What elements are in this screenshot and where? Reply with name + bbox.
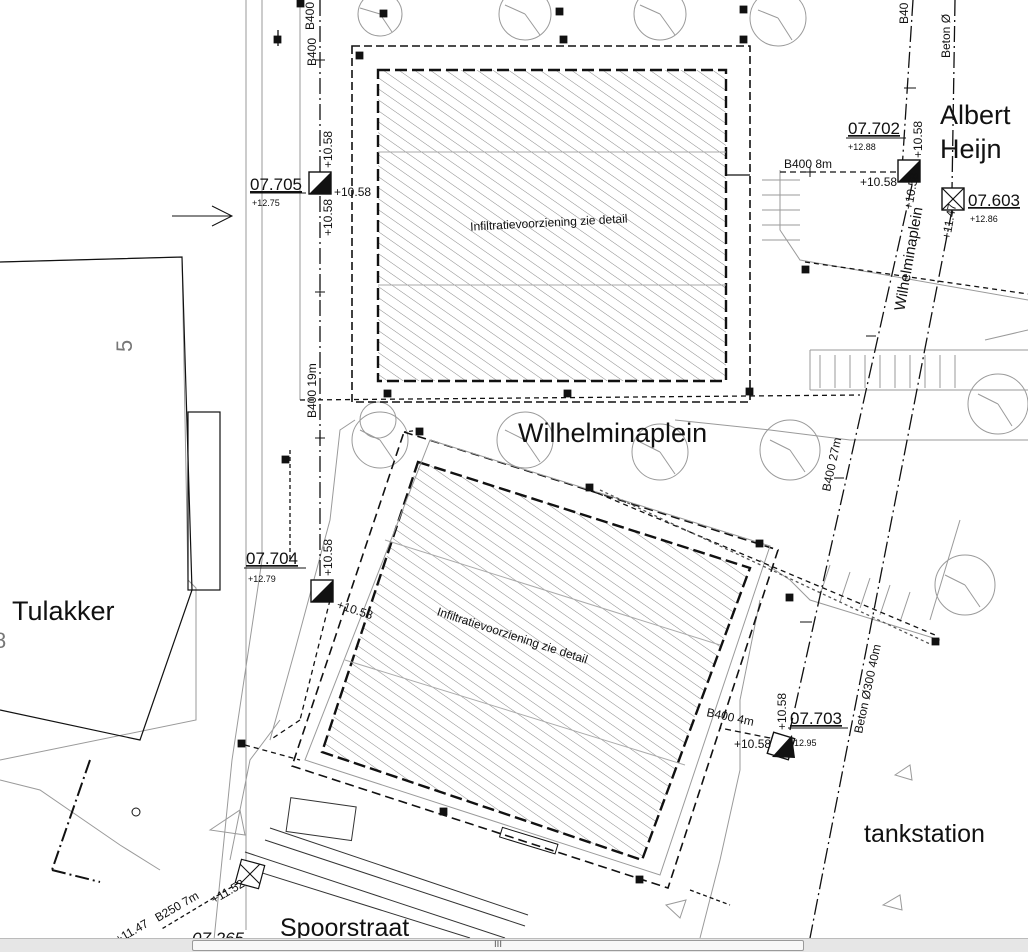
sewer-lines xyxy=(51,0,1028,938)
manhole-07704-level-up: +10.58 xyxy=(321,539,335,576)
infiltration-area-south xyxy=(290,431,780,890)
manhole-07705-level-up: +10.58 xyxy=(321,131,335,168)
manhole-07705-symbol xyxy=(308,171,332,195)
buildings xyxy=(0,256,221,741)
building-number: 5 xyxy=(112,340,137,352)
pipe-label-left-mid: B400 19m xyxy=(305,363,319,418)
manhole-07702-level-up: +10.58 xyxy=(911,121,925,158)
manhole-07704-symbol xyxy=(310,579,334,603)
fittings xyxy=(237,0,940,884)
wilhelminaplein-street-label: Wilhelminaplein xyxy=(892,206,927,312)
manhole-07702-top: +12.88 xyxy=(848,142,876,152)
pipe-label-beton-top: Beton Ø xyxy=(939,14,953,58)
manhole-07705-code: 07.705 xyxy=(250,175,302,194)
manhole-07703-level: +10.58 xyxy=(734,737,771,751)
manhole-07603-symbol xyxy=(941,187,965,211)
pipe-label-short: B400 4m xyxy=(705,705,755,729)
north-arrow xyxy=(172,205,234,227)
manhole-07603-code: 07.603 xyxy=(968,191,1020,210)
tankstation-label: tankstation xyxy=(864,820,985,848)
albert-heijn-label-line2: Heijn xyxy=(940,134,1002,164)
scrollbar-thumb[interactable]: III xyxy=(192,940,804,951)
manhole-07703-level-up: +10.58 xyxy=(775,693,789,730)
pipe-label-left-upper: B400 xyxy=(305,38,319,66)
rail-strip xyxy=(239,797,529,938)
manhole-07702-level-down: +10.58 xyxy=(901,171,921,210)
pipe-label-b400-top-right: B40 xyxy=(897,2,911,24)
manhole-07702-level: +10.58 xyxy=(860,175,897,189)
pipe-label-diagonal: B400 27m xyxy=(819,436,844,492)
manhole-07702-symbol xyxy=(897,159,921,183)
line-ticks xyxy=(315,59,916,623)
manhole-07703-top: 12.95 xyxy=(794,738,817,748)
wilhelminaplein-label: Wilhelminaplein xyxy=(518,418,707,448)
manhole-07705-level: +10.58 xyxy=(334,185,371,199)
pipe-label-beton: Beton Ø300 40m xyxy=(851,643,884,735)
building-number-cut: 8 xyxy=(0,628,6,653)
pipe-label-1152: +11.52 xyxy=(209,876,248,906)
manhole-07703-code: 07.703 xyxy=(790,709,842,728)
parking-stripes xyxy=(762,179,956,623)
manhole-07703-symbol xyxy=(766,731,796,761)
pipe-label-right-top: B400 8m xyxy=(784,157,832,171)
pipe-label-top: B400 16m xyxy=(303,0,317,30)
manhole-07704-top: +12.79 xyxy=(248,574,276,584)
manhole-07702-code: 07.702 xyxy=(848,119,900,138)
pipe-label-1147: +11.47 xyxy=(113,916,152,938)
small-structures xyxy=(131,764,913,919)
manhole-07704-code: 07.704 xyxy=(246,549,298,568)
manhole-07704-level: +10.58 xyxy=(335,598,375,623)
tulakker-label: Tulakker xyxy=(12,596,115,626)
manhole-07705-level-down: +10.58 xyxy=(321,199,335,236)
manhole-07603-top: +12.86 xyxy=(970,214,998,224)
spoorstraat-label: Spoorstraat xyxy=(280,914,409,938)
manhole-07265-code: 07.265 xyxy=(192,929,245,938)
manhole-07265-symbol xyxy=(234,858,266,890)
scrollbar-grip: III xyxy=(494,940,502,950)
manhole-07705-top: +12.75 xyxy=(252,198,280,208)
manhole-07603-level: +11.47 xyxy=(939,202,959,240)
albert-heijn-label-line1: Albert xyxy=(940,100,1011,130)
horizontal-scrollbar[interactable]: III xyxy=(0,938,1028,952)
trees xyxy=(351,0,1028,616)
infiltration-area-north xyxy=(351,45,751,403)
